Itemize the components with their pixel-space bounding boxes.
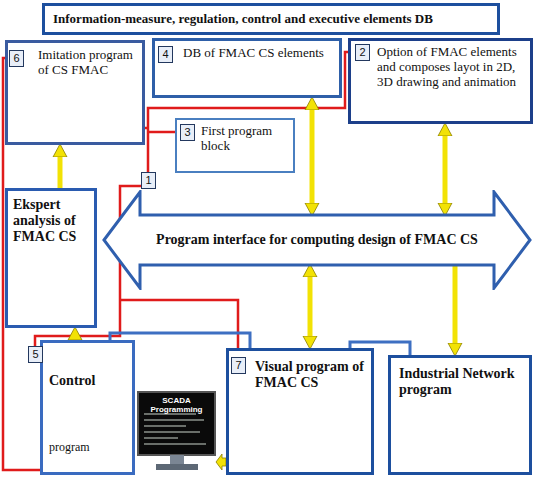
code-line <box>144 431 200 432</box>
red-link <box>120 300 238 357</box>
yellow-double-arrow <box>310 104 315 209</box>
yellow-double-arrow <box>453 265 458 349</box>
text-holder: Program interface for computing design o… <box>144 218 490 262</box>
code-line <box>144 419 204 420</box>
control-box: Control program <box>40 340 135 475</box>
database-box: DB of FMAC CS elements <box>152 38 342 98</box>
callout-number: 7 <box>231 357 246 374</box>
box-text: First program block <box>201 124 289 154</box>
small-yellow-arrow <box>216 454 226 470</box>
code-line <box>144 437 178 438</box>
yellow-double-arrow <box>308 271 313 342</box>
callout-number: 6 <box>9 50 24 67</box>
box-text: Industrial Network program <box>399 366 521 398</box>
code-line <box>144 443 206 444</box>
network-program-box: Industrial Network program <box>388 355 532 475</box>
monitor-stand <box>170 455 184 464</box>
interface-title: Program interface for computing design o… <box>156 232 478 248</box>
expert-box: Ekspert analysis of FMAC CS <box>5 188 97 328</box>
yellow-double-arrow <box>443 130 448 209</box>
program-box: Imitation program of CS FMAC <box>5 40 145 145</box>
callout-number: 3 <box>180 124 195 141</box>
callout-number: 1 <box>141 172 156 189</box>
box-text: Ekspert analysis of FMAC CS <box>13 197 89 245</box>
box-text: Information-measure, regulation, control… <box>53 12 489 27</box>
double-arrow-shape <box>104 192 530 288</box>
interface-double-arrow: Program interface for computing design o… <box>102 190 532 290</box>
monitor-illustration <box>138 392 215 470</box>
box-text: program <box>49 441 126 455</box>
screen-code-lines <box>144 414 206 444</box>
visual-program-box: Visual program of FMAC CS <box>226 348 374 475</box>
callout-number: 2 <box>355 44 370 61</box>
callout-number: 5 <box>28 346 43 363</box>
box-text: DB of FMAC CS elements <box>183 46 333 61</box>
callout-number: 4 <box>158 46 173 63</box>
box-text: Visual program of FMAC CS <box>255 359 365 391</box>
monitor-base <box>156 464 198 470</box>
box-text: Control <box>49 373 126 389</box>
monitor-screen <box>138 392 215 455</box>
box-text: Imitation program of CS FMAC <box>38 48 138 78</box>
option-box: Option of FMAC elements and composes lay… <box>348 38 533 124</box>
box-text: Option of FMAC elements and composes lay… <box>377 45 526 90</box>
database-band: Information-measure, regulation, control… <box>42 3 500 35</box>
yellow-double-arrow <box>58 151 63 188</box>
code-line <box>144 425 186 426</box>
screen-title: SCADA Programming <box>140 396 213 414</box>
